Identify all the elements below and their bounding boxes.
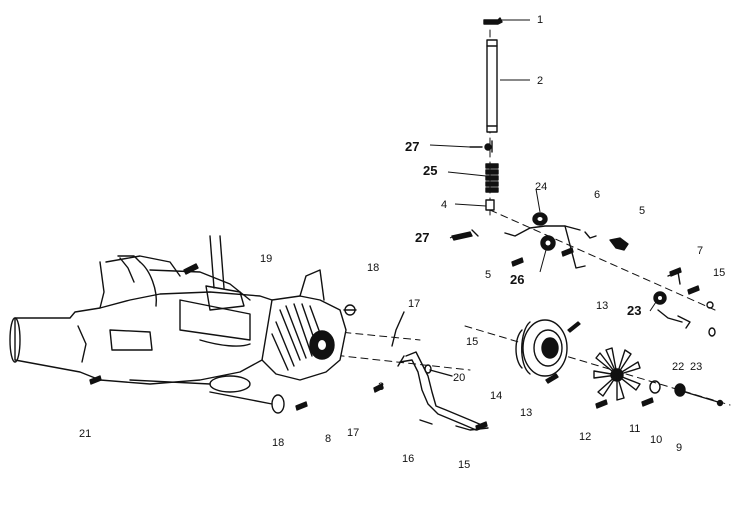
callout-24: 24 (535, 181, 547, 193)
part-spring-25 (485, 163, 499, 193)
callout-8: 8 (325, 433, 331, 445)
callout-7: 7 (697, 245, 703, 257)
callout-17: 17 (408, 298, 420, 310)
callout-15: 15 (713, 267, 725, 279)
callout-3: 3 (378, 381, 384, 393)
part-screws-13 (545, 321, 581, 384)
part-bolt-20 (424, 364, 453, 377)
part-housing-21 (9, 235, 285, 414)
part-rod-17 (391, 311, 405, 347)
callout-14: 14 (490, 390, 502, 402)
part-washer-26 (540, 235, 556, 251)
callout-13: 13 (596, 300, 608, 312)
part-lever-arm (504, 225, 629, 269)
callout-23: 23 (627, 303, 641, 318)
part-pin-1 (483, 17, 503, 25)
part-fan-12 (593, 347, 641, 401)
part-pulley-14 (515, 319, 568, 377)
callout-25: 25 (423, 163, 437, 178)
callout-6: 6 (594, 189, 600, 201)
callout-2: 2 (537, 75, 543, 87)
callout-21: 21 (79, 428, 91, 440)
part-pin-27-upper (469, 140, 493, 153)
callout-15: 15 (466, 336, 478, 348)
part-bolts-22-23 (677, 301, 716, 337)
callout-5: 5 (639, 205, 645, 217)
callout-10: 10 (650, 434, 662, 446)
callout-1: 1 (537, 14, 543, 26)
part-fasteners-9-10-11 (649, 380, 724, 407)
callout-4: 4 (441, 199, 447, 211)
callout-5: 5 (485, 269, 491, 281)
callout-26: 26 (510, 272, 524, 287)
callout-19: 19 (260, 253, 272, 265)
callout-16: 16 (402, 453, 414, 465)
small-fasteners (89, 247, 700, 431)
callout-12: 12 (579, 431, 591, 443)
callout-18: 18 (367, 262, 379, 274)
callout-18: 18 (272, 437, 284, 449)
callout-11: 11 (629, 423, 640, 435)
callout-23: 23 (690, 361, 702, 373)
callout-9: 9 (676, 442, 682, 454)
callout-13: 13 (520, 407, 532, 419)
callout-15: 15 (458, 459, 470, 471)
part-pin-27-lower (451, 229, 479, 241)
callout-leaders (429, 19, 657, 312)
part-washer-24 (532, 212, 548, 226)
callout-22: 22 (672, 361, 684, 373)
callout-20: 20 (453, 372, 465, 384)
callout-17: 17 (347, 427, 359, 439)
callout-27: 27 (405, 139, 419, 154)
part-collar-4 (485, 199, 495, 211)
part-bolt-18 (343, 304, 357, 316)
callout-27: 27 (415, 230, 429, 245)
part-shaft-2 (486, 39, 498, 133)
